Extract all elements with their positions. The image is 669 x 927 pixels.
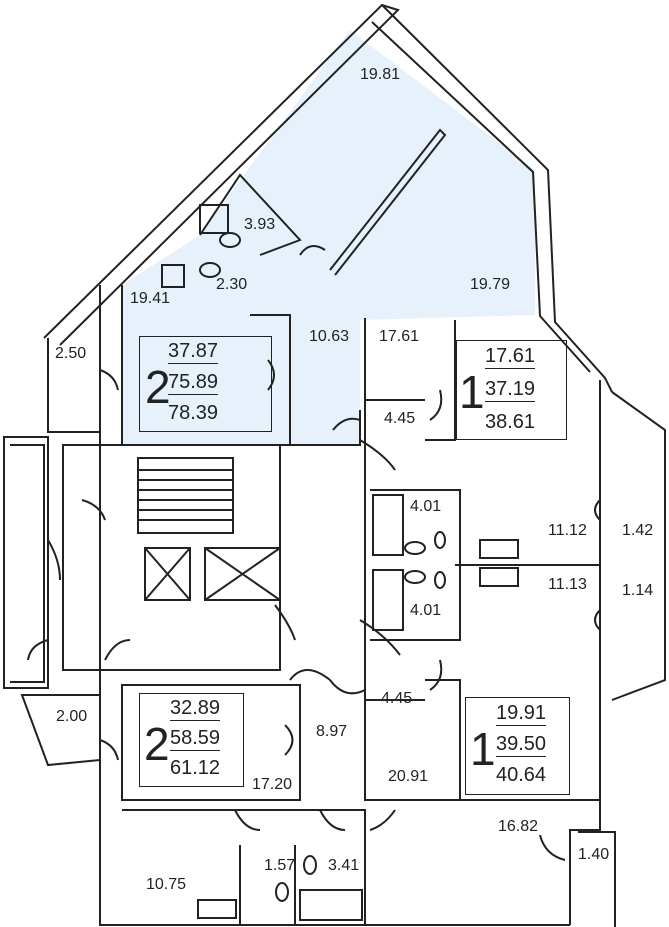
apartment-box-2: 2 32.89 58.59 61.12 — [139, 693, 244, 787]
wall-t1 — [122, 410, 361, 446]
room-area-4-01-bottom: 4.01 — [410, 602, 442, 619]
room-area-20-91: 20.91 — [388, 768, 429, 785]
room-area-1-40: 1.40 — [578, 846, 610, 863]
apartment-living-area: 32.89 — [170, 697, 221, 721]
room-area-19-41: 19.41 — [130, 290, 171, 307]
apartment-box-1: 1 17.61 37.19 38.61 — [456, 340, 567, 440]
apartment-box-0: 2 37.87 75.89 78.39 — [139, 336, 272, 432]
apartment-total-area: 58.59 — [170, 727, 221, 751]
room-area-8-97: 8.97 — [316, 723, 348, 740]
outer-wall-ne-inner — [371, 21, 591, 373]
outer-wall-nw — [43, 3, 400, 346]
stair — [137, 457, 234, 534]
room-area-17-20: 17.20 — [252, 776, 293, 793]
wall-b1 — [121, 684, 301, 801]
apartment-rooms: 1 — [459, 366, 485, 418]
apartment-total-area: 75.89 — [168, 371, 219, 395]
room-area-2-50: 2.50 — [55, 345, 87, 362]
room-area-10-75: 10.75 — [146, 876, 187, 893]
balcony-140 — [578, 831, 616, 927]
room-area-3-41: 3.41 — [328, 857, 360, 874]
room-area-17-61: 17.61 — [379, 328, 420, 345]
apartment-rooms: 2 — [145, 361, 171, 413]
apartment-total-area: 37.19 — [485, 378, 536, 402]
elevator-1 — [144, 547, 191, 601]
wall-right — [569, 380, 601, 925]
apartment-rooms: 1 — [470, 723, 496, 775]
balcony-200 — [20, 694, 101, 767]
room-area-3-93: 3.93 — [244, 216, 276, 233]
wall-t2 — [250, 314, 291, 445]
apartment-living-area: 17.61 — [485, 345, 536, 369]
room-area-1-14: 1.14 — [622, 582, 654, 599]
room-area-4-45-top: 4.45 — [384, 410, 416, 427]
apartment-living-area: 37.87 — [168, 340, 219, 364]
apartment-living-area: 19.91 — [496, 702, 547, 726]
apartment-total-with-balcony: 40.64 — [496, 764, 547, 786]
room-area-16-82: 16.82 — [498, 818, 539, 835]
wall-r1 — [364, 318, 600, 801]
room-area-4-01-top: 4.01 — [410, 498, 442, 515]
room-area-19-81: 19.81 — [360, 66, 401, 83]
bathtub-top — [372, 494, 404, 556]
apartment-total-with-balcony: 78.39 — [168, 402, 219, 424]
apartment-rooms: 2 — [144, 718, 170, 770]
wall-b2 — [122, 809, 366, 925]
apartment-total-with-balcony: 61.12 — [170, 757, 221, 779]
bathtub-mid — [372, 569, 404, 631]
apartment-total-area: 39.50 — [496, 733, 547, 757]
room-area-11-13: 11.13 — [548, 576, 587, 593]
bathtub-bottom — [299, 889, 363, 921]
wall-t4 — [329, 128, 447, 276]
balcony-right — [611, 391, 666, 701]
room-area-1-42: 1.42 — [622, 522, 654, 539]
balcony-left — [3, 436, 49, 689]
highlighted-apartment-area — [122, 30, 535, 445]
room-area-1-57: 1.57 — [264, 857, 296, 874]
room-area-2-30: 2.30 — [216, 276, 248, 293]
wall-b3 — [239, 845, 296, 925]
apartment-box-3: 1 19.91 39.50 40.64 — [465, 697, 570, 795]
room-area-4-45-bottom: 4.45 — [381, 690, 413, 707]
wall-left — [99, 285, 570, 926]
apartment-total-with-balcony: 38.61 — [485, 411, 536, 433]
outer-wall-ne — [381, 4, 613, 393]
room-area-2-00: 2.00 — [56, 708, 88, 725]
room-area-10-63: 10.63 — [309, 328, 350, 345]
room-area-19-79: 19.79 — [470, 276, 511, 293]
room-area-11-12: 11.12 — [548, 522, 587, 539]
wall-r2 — [365, 320, 456, 441]
elevator-2 — [204, 547, 281, 601]
stair-core — [62, 444, 281, 671]
wall-r5 — [365, 679, 461, 800]
